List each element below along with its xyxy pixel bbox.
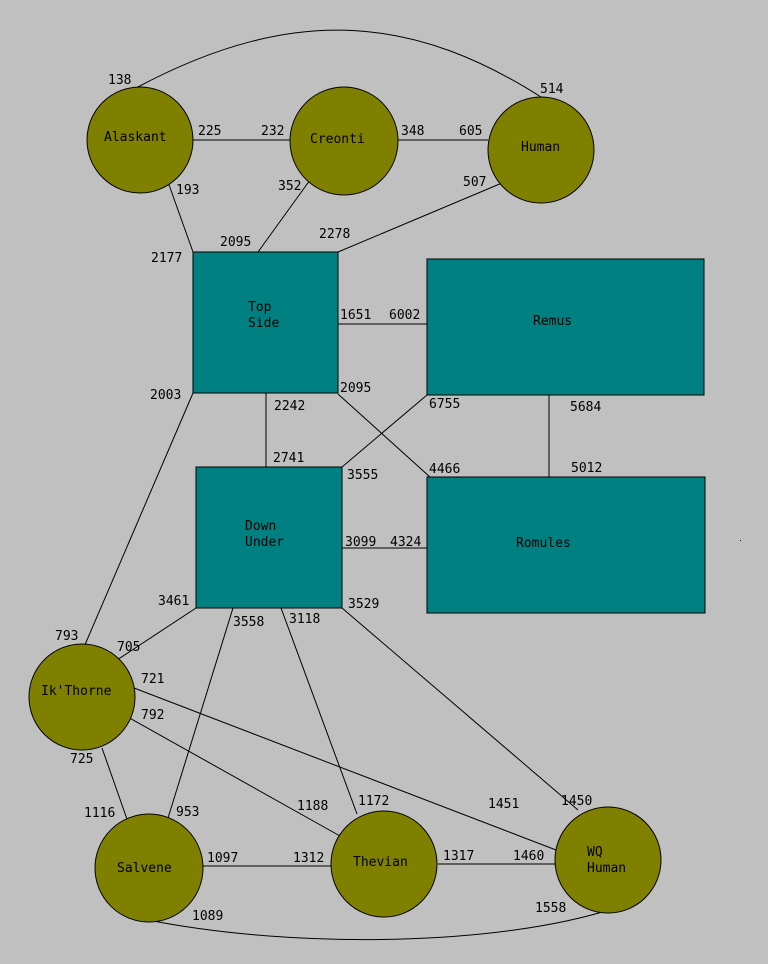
node-label-romules: Romules (516, 536, 571, 551)
edge-label: 1558 (535, 901, 566, 916)
edge-alaskant-topside (167, 181, 194, 253)
edge-label: 514 (540, 82, 564, 97)
node-label-salvene: Salvene (117, 861, 172, 876)
edge-label: 2177 (151, 251, 182, 266)
edge-label: 2095 (340, 381, 371, 396)
edge-remus-downunder (341, 394, 428, 468)
node-thevian (330, 810, 438, 918)
edge-downunder-thevian (280, 607, 358, 815)
edge-label: 5012 (571, 461, 602, 476)
edge-downunder-wqhuman (341, 607, 579, 811)
node-label-wqhuman-2: Human (587, 861, 626, 876)
node-label-downunder-2: Under (245, 535, 284, 550)
edge-label: 352 (278, 179, 301, 194)
edge-salvene-wqhuman (147, 908, 613, 941)
node-creonti (289, 86, 399, 196)
edge-label: 1172 (358, 794, 389, 809)
stray-dot (740, 540, 741, 541)
edge-label: 3529 (348, 597, 379, 612)
edge-label: 348 (401, 124, 424, 139)
node-alaskant (86, 86, 194, 194)
edge-label: 721 (141, 672, 164, 687)
edge-label: 4466 (429, 462, 460, 477)
edge-label: 705 (117, 640, 140, 655)
edge-label: 1089 (192, 909, 223, 924)
node-label-ikthorne: Ik'Thorne (41, 684, 112, 699)
edge-label: 3118 (289, 612, 320, 627)
edge-downunder-ikthorne (116, 607, 197, 661)
edge-label: 1097 (207, 851, 238, 866)
edge-label: 507 (463, 175, 486, 190)
node-label-topside-1: Top (248, 300, 272, 315)
edge-creonti-topside (257, 179, 311, 253)
edge-label: 1312 (293, 851, 324, 866)
node-label-remus: Remus (533, 314, 572, 329)
edge-human-topside (337, 182, 503, 253)
node-remus (426, 258, 705, 396)
edge-label: 6755 (429, 397, 460, 412)
node-romules (426, 476, 706, 614)
edge-label: 1188 (297, 799, 328, 814)
node-downunder (195, 466, 343, 609)
node-ikthorne (28, 643, 136, 751)
node-salvene (94, 813, 204, 923)
edge-label: 1116 (84, 806, 115, 821)
edge-label: 1317 (443, 849, 474, 864)
edge-topside-romules (337, 393, 431, 478)
edge-label: 138 (108, 73, 131, 88)
edge-label: 3555 (347, 468, 378, 483)
edge-label: 953 (176, 805, 199, 820)
edge-label: 1451 (488, 797, 519, 812)
edge-topside-ikthorne (83, 392, 194, 648)
node-wqhuman (554, 806, 662, 914)
node-label-alaskant: Alaskant (104, 130, 167, 145)
edge-label: 225 (198, 124, 221, 139)
node-label-human: Human (521, 140, 560, 155)
node-human (487, 96, 595, 204)
edge-ikthorne-wqhuman (133, 687, 557, 851)
edge-label: 3461 (158, 594, 189, 609)
edge-label: 2278 (319, 227, 350, 242)
edge-label: 2095 (220, 235, 251, 250)
node-topside (192, 251, 339, 394)
edge-label: 793 (55, 629, 78, 644)
node-label-thevian: Thevian (353, 855, 408, 870)
edge-label: 3558 (233, 615, 264, 630)
edge-label: 5684 (570, 400, 601, 415)
edge-ikthorne-salvene (101, 747, 129, 823)
edge-label: 232 (261, 124, 284, 139)
edge-label: 6002 (389, 308, 420, 323)
edge-label: 2741 (273, 451, 304, 466)
node-label-topside-2: Side (248, 316, 279, 331)
edge-label: 3099 (345, 535, 376, 550)
edge-alaskant-human (135, 29, 542, 98)
node-label-wqhuman-1: WQ (587, 845, 603, 860)
edge-label: 1460 (513, 849, 544, 864)
edge-label: 193 (176, 183, 199, 198)
edge-label: 4324 (390, 535, 421, 550)
edge-label: 725 (70, 752, 93, 767)
edge-label: 605 (459, 124, 482, 139)
node-label-downunder-1: Down (245, 519, 276, 534)
edge-label: 1651 (340, 308, 371, 323)
edge-label: 2003 (150, 388, 181, 403)
edge-ikthorne-thevian (125, 715, 341, 837)
edge-label: 2242 (274, 399, 305, 414)
edge-label: 1450 (561, 794, 592, 809)
node-label-creonti: Creonti (310, 132, 365, 147)
edge-label: 792 (141, 708, 164, 723)
